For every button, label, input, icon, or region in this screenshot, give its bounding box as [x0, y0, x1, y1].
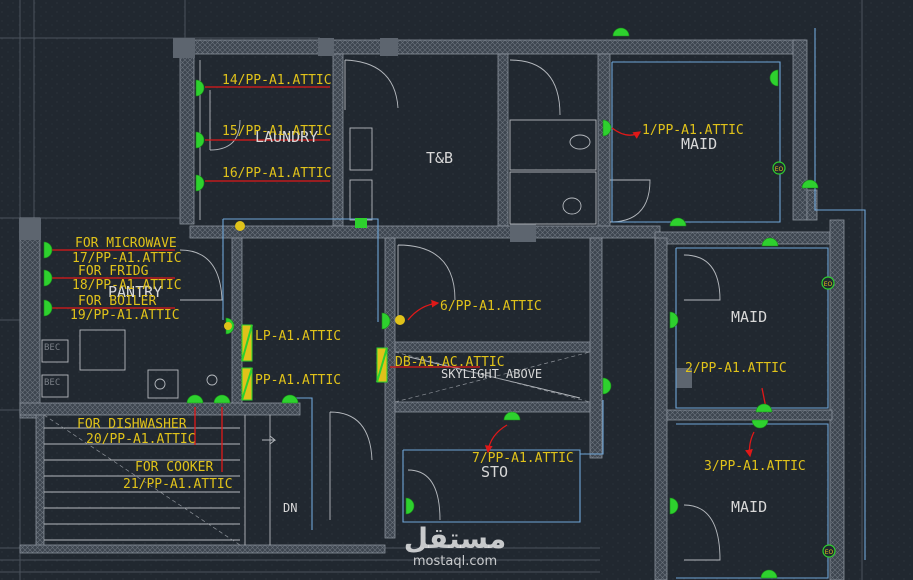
circuit-note-21: FOR COOKER — [135, 460, 213, 475]
special-outlets — [224, 218, 405, 330]
outlet-corridor-icon — [669, 217, 687, 227]
outlet-17-icon — [43, 241, 53, 259]
outlet-19-icon — [43, 299, 53, 317]
circuit-label-16: 16/PP-A1.ATTIC — [222, 166, 332, 181]
outlet-2-icon — [755, 403, 773, 413]
panel-label-db: DB-A1.AC.ATTIC — [395, 355, 505, 370]
room-label-maid-mid: MAID — [731, 308, 767, 326]
outlet-maid-bottom-left-icon — [669, 497, 679, 515]
outlet-21-icon — [213, 394, 231, 404]
circuit-label-21: 21/PP-A1.ATTIC — [123, 477, 233, 492]
watermark-logo: مستقل mostaql.com — [404, 522, 506, 569]
circuit-note-20: FOR DISHWASHER — [77, 417, 187, 432]
circuit-label-7: 7/PP-A1.ATTIC — [472, 451, 574, 466]
circuit-label-19: 19/PP-A1.ATTIC — [70, 308, 180, 323]
circuit-label-14: 14/PP-A1.ATTIC — [222, 73, 332, 88]
outlet-14-icon — [195, 79, 205, 97]
circuit-label-6: 6/PP-A1.ATTIC — [440, 299, 542, 314]
panel-label-lp: LP-A1.ATTIC — [255, 329, 341, 344]
outlet-maid-mid-left-icon — [669, 311, 679, 329]
svg-text:EO: EO — [824, 281, 833, 288]
outlet-maid-bottom-icon — [760, 569, 778, 579]
circuit-label-2: 2/PP-A1.ATTIC — [685, 361, 787, 376]
room-label-pantry: PANTRY — [108, 283, 162, 301]
outlet-symbols — [43, 27, 819, 579]
circuit-note-19: FOR BOILER — [78, 294, 156, 309]
outlet-maid-top-right-icon — [769, 69, 779, 87]
outlet-stair-icon — [281, 394, 299, 404]
outlet-maid-mid-top-icon — [761, 237, 779, 247]
eo-markers: EO EO EO — [772, 161, 836, 558]
columns — [19, 38, 692, 388]
outlet-18-icon — [43, 269, 53, 287]
outlet-yellow-icon — [235, 221, 245, 231]
outlet-right-wall-icon — [801, 179, 819, 189]
junction-box-icon — [355, 218, 367, 228]
stair-label-dn: DN — [283, 501, 297, 515]
room-label-maid-top: MAID — [681, 135, 717, 153]
eo-badge-icon: EO — [822, 544, 836, 558]
svg-text:EO: EO — [775, 166, 784, 173]
outlet-16-icon — [195, 174, 205, 192]
outlet-top-icon — [612, 27, 630, 37]
circuit-label-15: 15/PP-A1.ATTIC — [222, 124, 332, 139]
outlet-15-icon — [195, 131, 205, 149]
circuit-label-20: 20/PP-A1.ATTIC — [86, 432, 196, 447]
room-label-sto: STO — [481, 463, 508, 481]
watermark-arabic: مستقل — [404, 522, 506, 555]
room-label-tb: T&B — [426, 149, 453, 167]
circuit-label-1: 1/PP-A1.ATTIC — [642, 123, 744, 138]
walls — [19, 39, 845, 580]
outlet-6-icon — [381, 312, 391, 330]
panel-label-pp: PP-A1.ATTIC — [255, 373, 341, 388]
room-label-laundry: LAUNDRY — [255, 128, 318, 146]
circuit-label-17: 17/PP-A1.ATTIC — [72, 251, 182, 266]
outlet-7-icon — [503, 411, 521, 421]
outlet-yellow-icon — [224, 322, 232, 330]
watermark-latin: mostaql.com — [413, 554, 497, 569]
bec-tag: BEC — [44, 378, 60, 388]
svg-text:EO: EO — [825, 549, 834, 556]
distribution-panels — [241, 324, 388, 401]
outlet-sto-left-icon — [405, 497, 415, 515]
outlet-yellow-icon — [395, 315, 405, 325]
circuit-note-18: FOR FRIDG — [78, 264, 149, 279]
circuit-label-3: 3/PP-A1.ATTIC — [704, 459, 806, 474]
outlet-corridor-right-icon — [602, 377, 612, 395]
circuit-label-18: 18/PP-A1.ATTIC — [72, 278, 182, 293]
circuit-boundaries — [222, 28, 866, 579]
dashed-lines — [43, 351, 591, 546]
outlet-1-icon — [602, 119, 612, 137]
outlet-3-icon — [751, 419, 769, 429]
room-label-skylight: SKYLIGHT ABOVE — [441, 367, 542, 381]
room-label-maid-bottom: MAID — [731, 498, 767, 516]
bec-tag: BEC — [44, 343, 60, 353]
eo-badge-icon: EO — [772, 161, 786, 175]
circuit-note-17: FOR MICROWAVE — [75, 236, 177, 251]
eo-badge-icon: EO — [821, 276, 835, 290]
wire-runs — [52, 86, 767, 472]
outlet-20-icon — [186, 394, 204, 404]
